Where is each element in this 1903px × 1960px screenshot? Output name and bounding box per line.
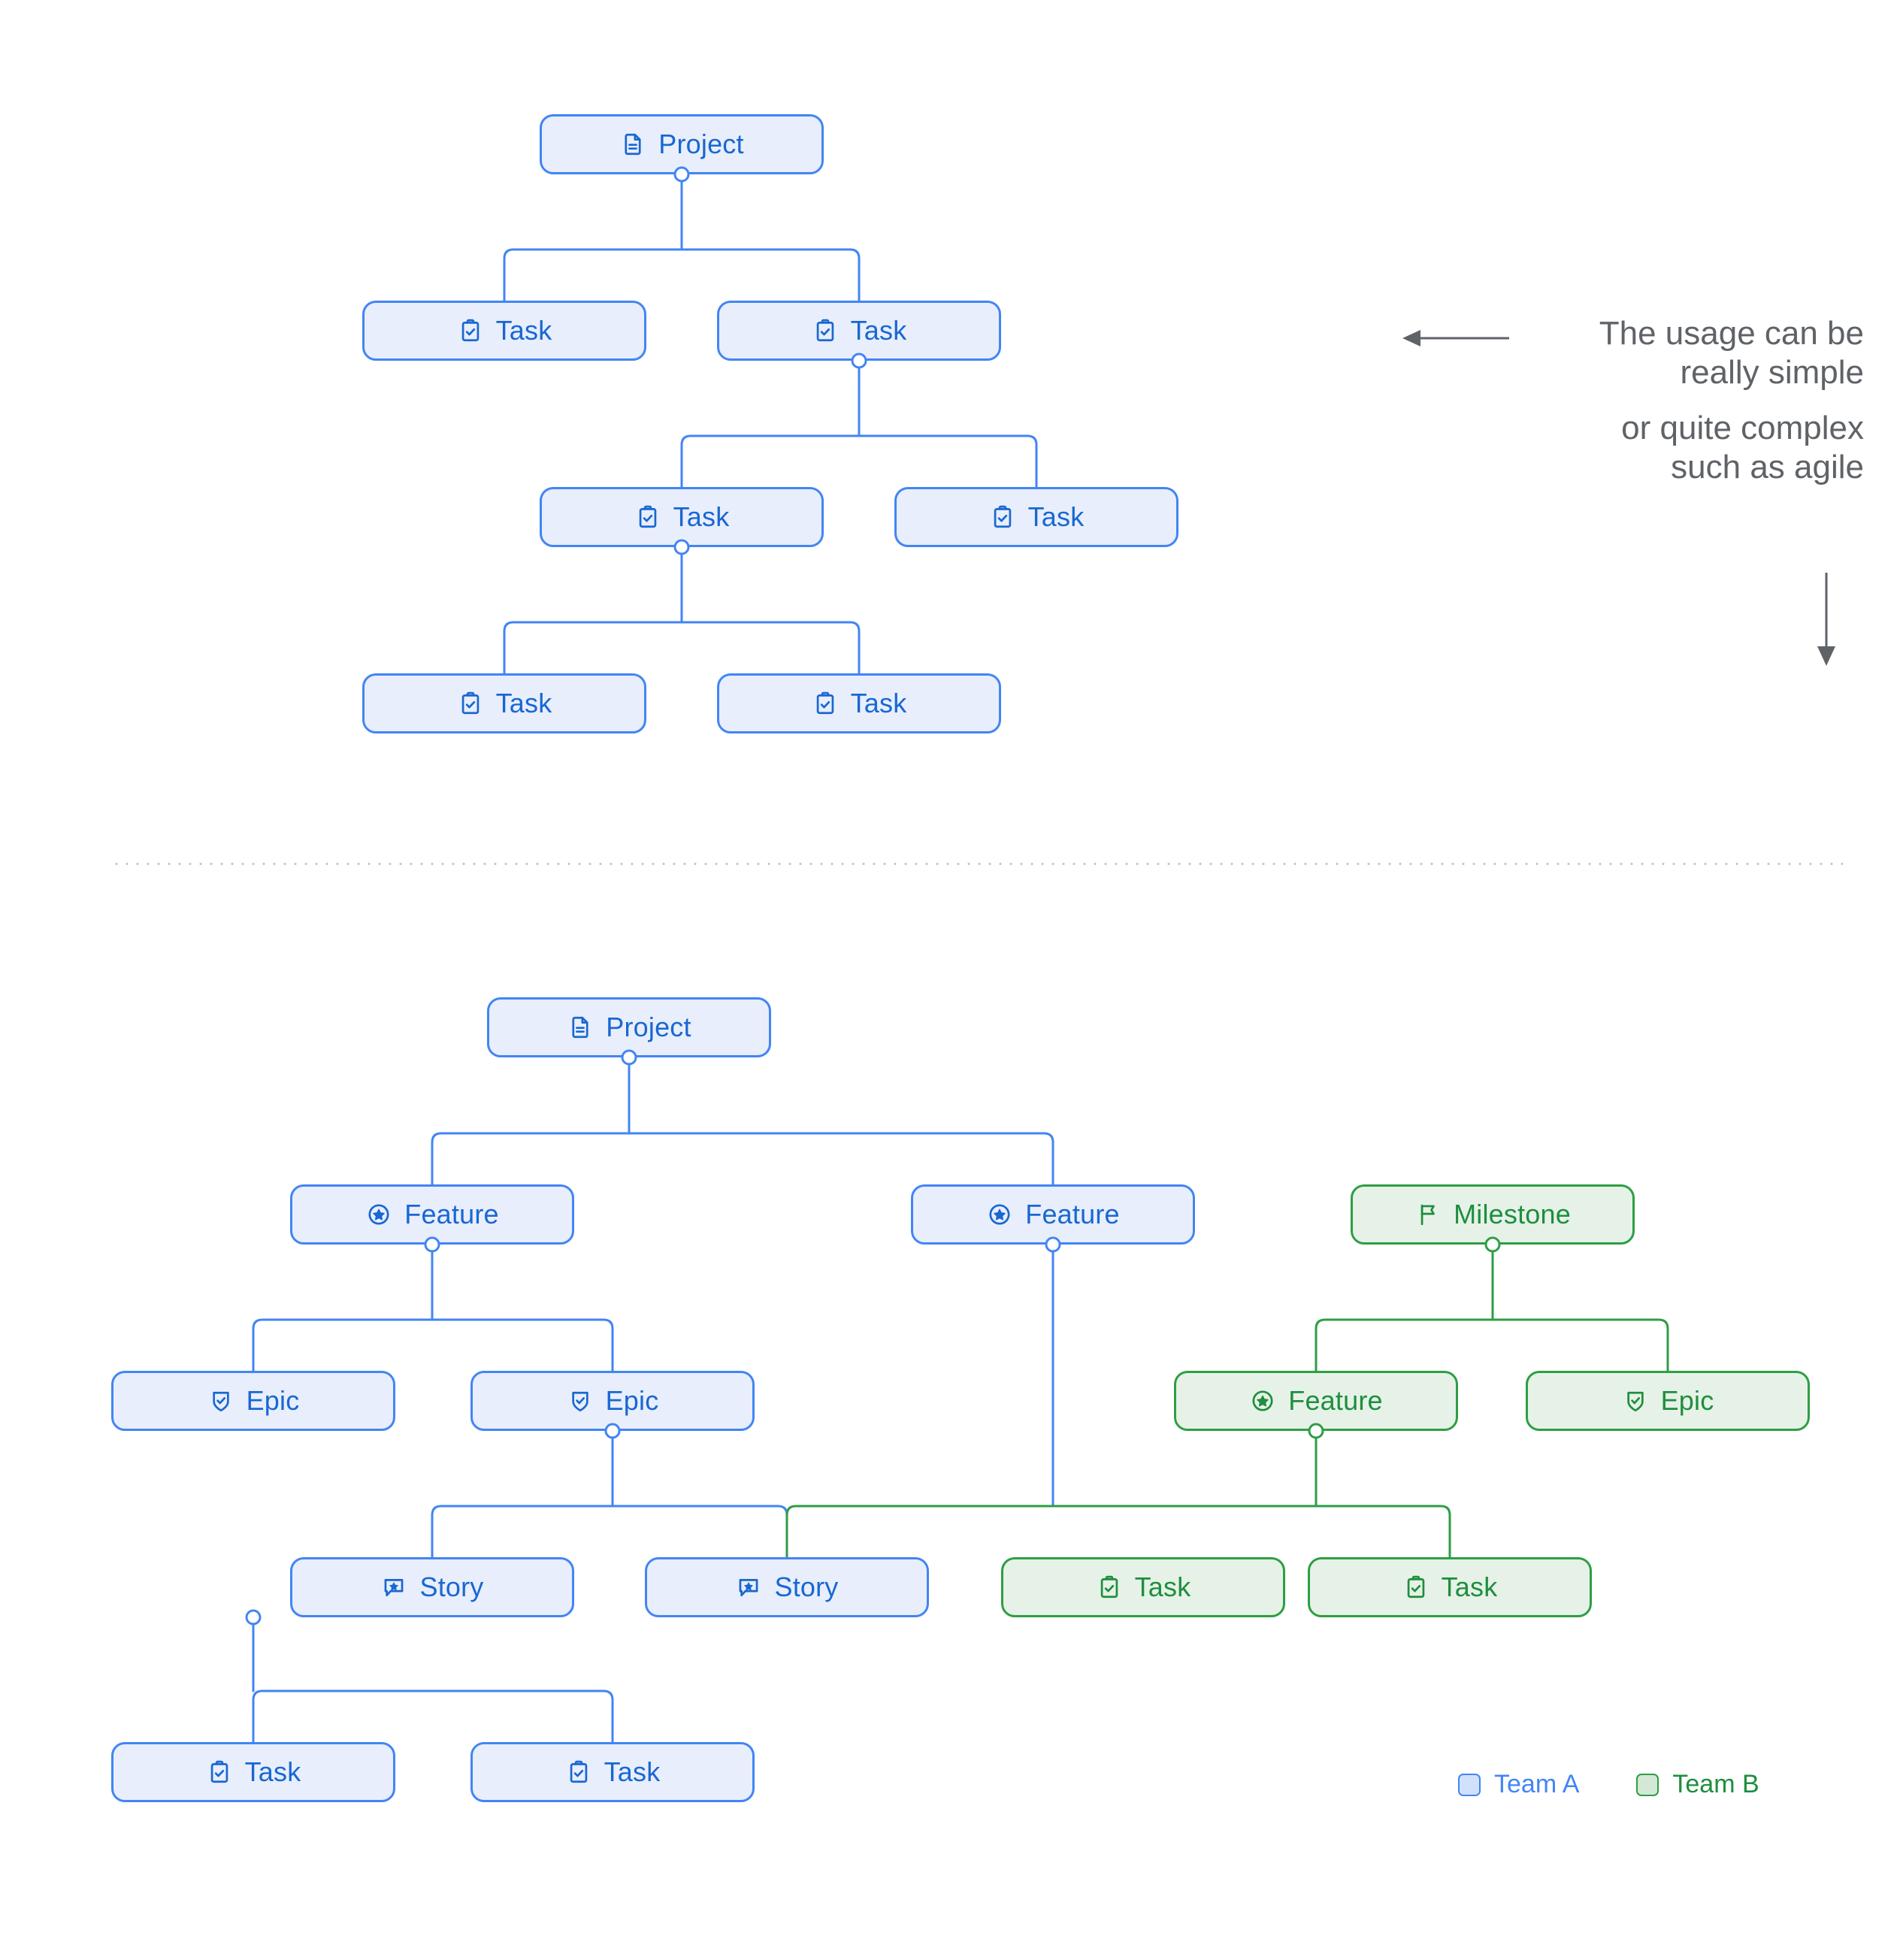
- shield-check-icon: [1622, 1387, 1649, 1414]
- node-label: Task: [604, 1756, 661, 1787]
- shield-check-icon: [207, 1387, 234, 1414]
- node-label: Epic: [246, 1385, 300, 1416]
- node-label: Project: [658, 129, 744, 159]
- clipboard-check-icon: [812, 317, 839, 344]
- annotation-line-4: such as agile: [1671, 448, 1864, 485]
- node-label: Project: [606, 1012, 691, 1042]
- wire-bproject-to-features: [431, 1132, 1054, 1186]
- node-label: Milestone: [1454, 1199, 1571, 1230]
- annotation-line-1: The usage can be: [1599, 315, 1864, 352]
- node-label: Feature: [1025, 1199, 1120, 1230]
- node-label: Epic: [605, 1385, 659, 1416]
- node-label: Task: [495, 688, 552, 718]
- node-label: Epic: [1660, 1385, 1714, 1416]
- node-milestone[interactable]: Milestone: [1351, 1184, 1635, 1245]
- wire-feature1-to-epics: [252, 1318, 614, 1372]
- section-divider: [111, 863, 1843, 865]
- node-task[interactable]: Task: [894, 487, 1178, 547]
- node-task[interactable]: Task: [1001, 1557, 1285, 1617]
- clipboard-check-icon: [1402, 1574, 1430, 1601]
- arrow-left-icon: [1402, 330, 1509, 346]
- node-task[interactable]: Task: [470, 1742, 755, 1802]
- document-icon: [567, 1014, 594, 1041]
- team-legend: Team A Team B: [1458, 1770, 1759, 1799]
- node-task[interactable]: Task: [717, 301, 1001, 361]
- legend-item-team-b[interactable]: Team B: [1636, 1770, 1759, 1799]
- node-story[interactable]: Story: [290, 1557, 574, 1617]
- node-project[interactable]: Project: [540, 114, 824, 174]
- node-label: Task: [1134, 1571, 1191, 1602]
- chat-star-icon: [380, 1574, 407, 1601]
- shield-check-icon: [567, 1387, 594, 1414]
- node-label: Story: [419, 1571, 484, 1602]
- wire-task3-to-tasks: [503, 621, 861, 675]
- node-label: Task: [1027, 501, 1085, 532]
- node-task[interactable]: Task: [540, 487, 824, 547]
- legend-label: Team B: [1672, 1770, 1759, 1798]
- node-epic[interactable]: Epic: [470, 1371, 755, 1431]
- usage-annotation: The usage can be really simple or quite …: [1398, 314, 1864, 487]
- star-circle-icon: [1249, 1387, 1276, 1414]
- star-circle-icon: [986, 1201, 1013, 1228]
- node-label: Feature: [404, 1199, 499, 1230]
- wire-milestone-to-children: [1315, 1318, 1669, 1372]
- wire-task2-to-tasks: [680, 434, 1038, 488]
- wires-team-a: [252, 173, 1054, 1744]
- node-task[interactable]: Task: [111, 1742, 395, 1802]
- node-task[interactable]: Task: [717, 673, 1001, 733]
- clipboard-check-icon: [457, 690, 484, 717]
- clipboard-check-icon: [812, 690, 839, 717]
- annotation-line-3: or quite complex: [1621, 409, 1864, 446]
- node-task[interactable]: Task: [362, 301, 646, 361]
- node-feature[interactable]: Feature: [290, 1184, 574, 1245]
- node-task[interactable]: Task: [1308, 1557, 1592, 1617]
- node-label: Task: [673, 501, 730, 532]
- clipboard-check-icon: [1096, 1574, 1123, 1601]
- clipboard-check-icon: [634, 504, 661, 531]
- wire-project-to-tasks: [503, 248, 861, 302]
- node-feature[interactable]: Feature: [911, 1184, 1195, 1245]
- arrow-down-icon: [1817, 573, 1835, 666]
- clipboard-check-icon: [457, 317, 484, 344]
- legend-item-team-a[interactable]: Team A: [1458, 1770, 1579, 1799]
- node-label: Story: [774, 1571, 839, 1602]
- node-feature[interactable]: Feature: [1174, 1371, 1458, 1431]
- node-label: Task: [244, 1756, 301, 1787]
- wire-story1-to-tasks: [252, 1689, 614, 1744]
- port-handle: [245, 1609, 262, 1626]
- clipboard-check-icon: [206, 1759, 233, 1786]
- node-epic[interactable]: Epic: [111, 1371, 395, 1431]
- document-icon: [619, 131, 646, 158]
- clipboard-check-icon: [989, 504, 1016, 531]
- flag-icon: [1414, 1201, 1442, 1228]
- legend-label: Team A: [1494, 1770, 1580, 1798]
- node-label: Task: [850, 688, 907, 718]
- legend-swatch-icon: [1636, 1773, 1659, 1796]
- node-label: Task: [1441, 1571, 1498, 1602]
- wire-epic2-to-stories: [431, 1505, 788, 1559]
- legend-swatch-icon: [1458, 1773, 1481, 1796]
- star-circle-icon: [365, 1201, 392, 1228]
- node-label: Feature: [1288, 1385, 1383, 1416]
- node-story[interactable]: Story: [645, 1557, 929, 1617]
- node-task[interactable]: Task: [362, 673, 646, 733]
- clipboard-check-icon: [565, 1759, 592, 1786]
- node-project[interactable]: Project: [487, 997, 771, 1057]
- node-label: Task: [850, 315, 907, 346]
- node-epic[interactable]: Epic: [1526, 1371, 1810, 1431]
- node-label: Task: [495, 315, 552, 346]
- annotation-line-2: really simple: [1680, 353, 1864, 391]
- wire-feature3-to-tasks: [785, 1505, 1451, 1559]
- chat-star-icon: [735, 1574, 762, 1601]
